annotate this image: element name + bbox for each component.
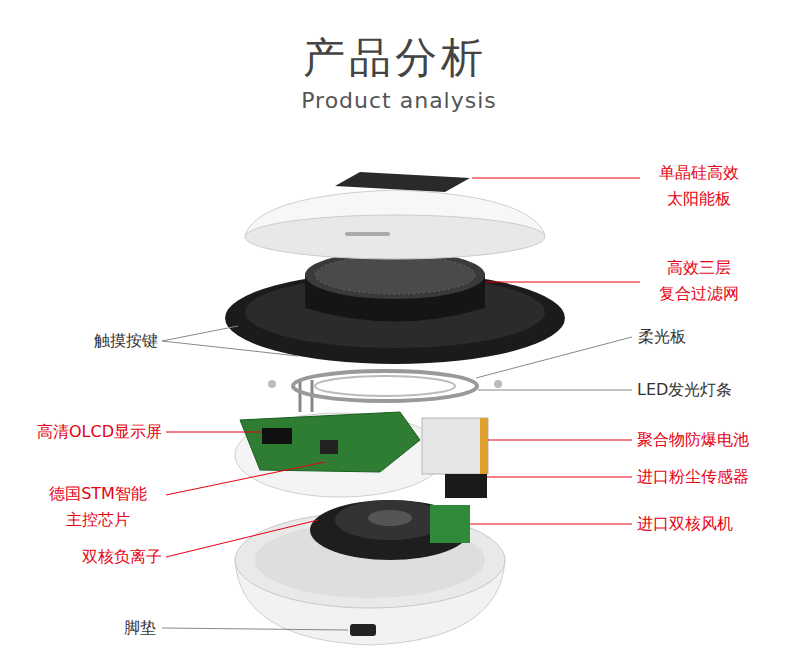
part-label: LED发光灯条 <box>637 377 732 403</box>
part-label: 柔光板 <box>638 324 686 350</box>
subtitle: Product analysis <box>4 88 790 114</box>
part-label: 德国STM智能 主控芯片 <box>34 481 162 533</box>
part-label: 高效三层 复合过滤网 <box>645 255 753 307</box>
part-label: 单晶硅高效 太阳能板 <box>645 160 753 212</box>
part-label: 高清OLCD显示屏 <box>37 419 162 445</box>
part-label: 进口双核风机 <box>637 511 733 537</box>
part-label: 进口粉尘传感器 <box>637 464 749 490</box>
part-label: 触摸按键 <box>94 328 158 354</box>
part-label: 双核负离子 <box>82 544 162 570</box>
part-label: 脚垫 <box>124 615 156 641</box>
page-title: 产品分析 <box>0 30 790 86</box>
part-label: 聚合物防爆电池 <box>637 427 749 453</box>
